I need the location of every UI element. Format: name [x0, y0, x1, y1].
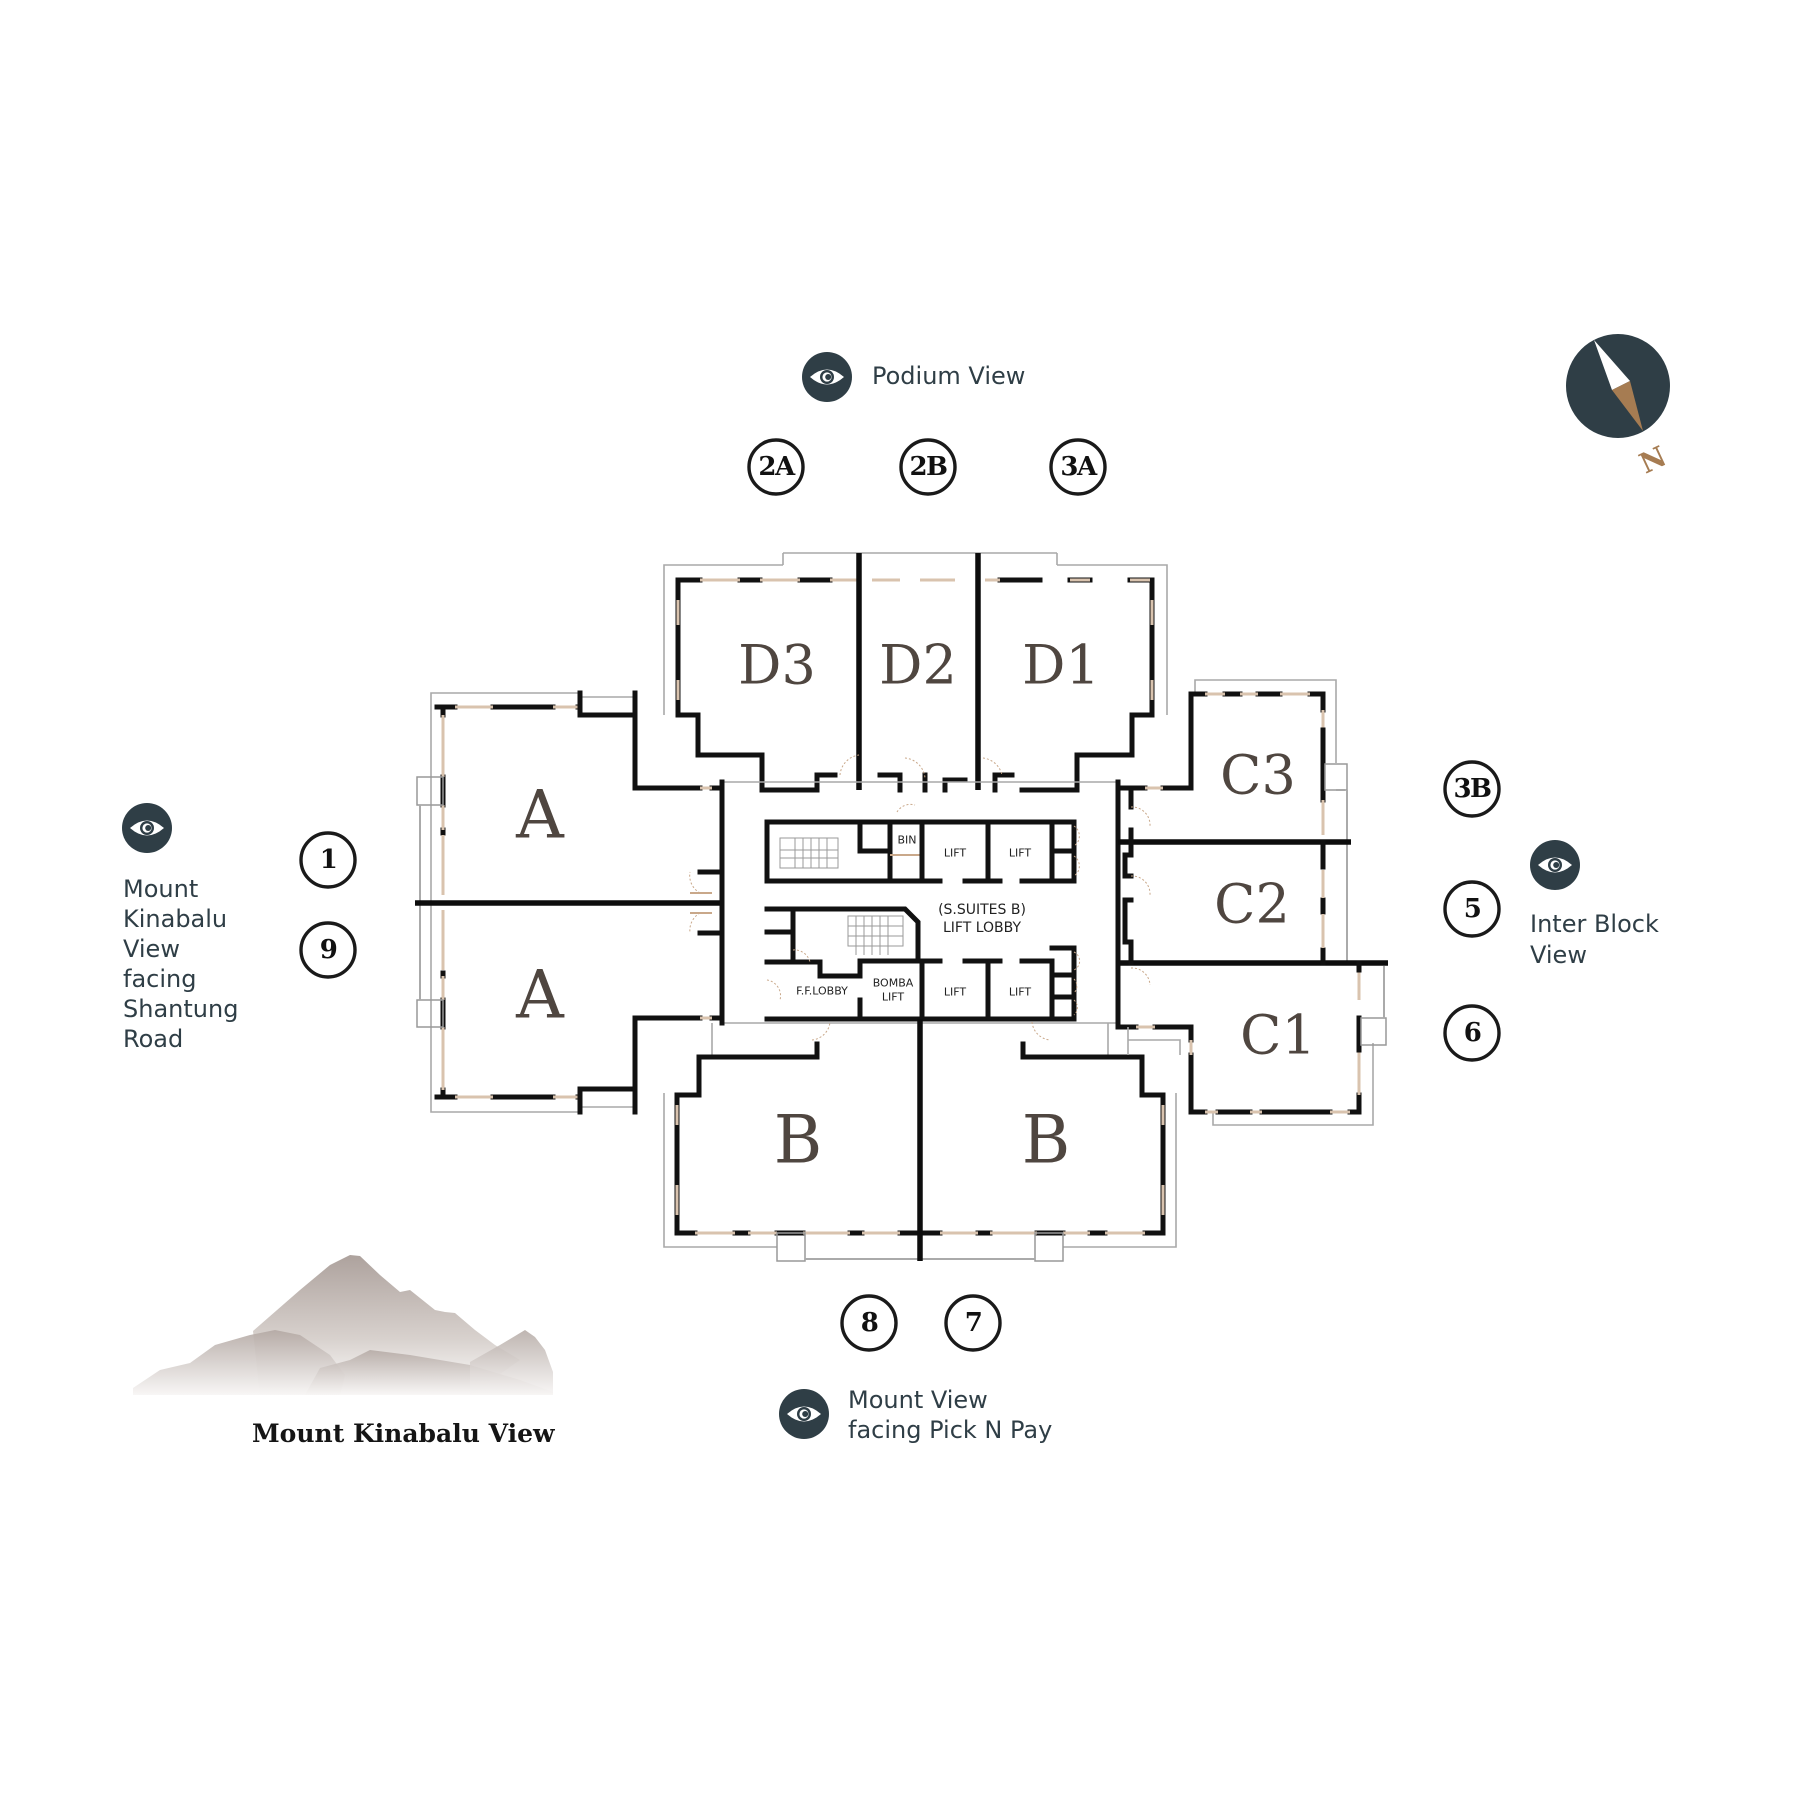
ff-lobby-label: F.F.LOBBY: [796, 985, 848, 998]
marker-7[interactable]: 7: [944, 1294, 1002, 1352]
lift-lobby-title-1: (S.SUITES B): [938, 902, 1026, 918]
mountain-illustration: Mount Kinabalu View: [133, 1255, 556, 1448]
east-view-line-2: View: [1530, 941, 1587, 969]
unit-a-block: [415, 690, 725, 1115]
unit-label-d1[interactable]: D1: [1022, 634, 1100, 697]
svg-text:2B: 2B: [909, 452, 947, 482]
west-view-line-3: View: [123, 935, 180, 963]
unit-label-d3[interactable]: D3: [738, 634, 816, 697]
lift-lobby-title-2: LIFT LOBBY: [943, 920, 1022, 936]
east-view-line-1: Inter Block: [1530, 910, 1659, 938]
west-view-line-4: facing: [123, 965, 196, 993]
unit-label-c2[interactable]: C2: [1214, 873, 1290, 936]
svg-text:7: 7: [965, 1308, 982, 1338]
bin-label: BIN: [897, 834, 916, 847]
unit-labels: D3 D2 D1 A A C3 C2 C1 B B: [515, 634, 1316, 1179]
marker-3a[interactable]: 3A: [1049, 438, 1107, 496]
svg-text:1: 1: [320, 845, 337, 875]
south-view-line-2: facing Pick N Pay: [848, 1416, 1052, 1444]
west-view-line-2: Kinabalu: [123, 905, 227, 933]
svg-text:5: 5: [1464, 894, 1481, 924]
svg-text:6: 6: [1464, 1018, 1481, 1048]
unit-label-d2[interactable]: D2: [879, 634, 957, 697]
bomba-lift-label-2: LIFT: [882, 991, 905, 1004]
unit-d-block: [663, 552, 1168, 793]
lift-label-4: LIFT: [1009, 986, 1032, 999]
lift-label-3: LIFT: [944, 986, 967, 999]
compass-needle-south: [1594, 340, 1630, 390]
svg-text:2A: 2A: [758, 452, 796, 482]
svg-text:8: 8: [861, 1308, 878, 1338]
west-view-line-5: Shantung: [123, 995, 238, 1023]
eye-icon: [802, 352, 852, 402]
compass-needle-north: [1612, 381, 1643, 431]
marker-2b[interactable]: 2B: [899, 438, 957, 496]
svg-text:3B: 3B: [1453, 774, 1491, 804]
unit-label-a-bottom[interactable]: A: [515, 957, 565, 1034]
core: BIN LIFT LIFT (S.SUITES B) LIFT LOBBY F.…: [719, 779, 1121, 1041]
unit-label-c3[interactable]: C3: [1220, 744, 1296, 807]
unit-b-block: [663, 1019, 1177, 1262]
south-view-line-1: Mount View: [848, 1386, 988, 1414]
lift-label-2: LIFT: [1009, 847, 1032, 860]
unit-label-a-top[interactable]: A: [515, 777, 565, 854]
west-view: Mount Kinabalu View facing Shantung Road: [122, 803, 238, 1053]
svg-text:9: 9: [320, 935, 337, 965]
eye-icon: [779, 1389, 829, 1439]
compass-north-label: N: [1634, 440, 1671, 481]
lift-label-1: LIFT: [944, 847, 967, 860]
east-view: Inter Block View: [1530, 840, 1659, 969]
eye-icon: [1530, 840, 1580, 890]
south-view: Mount View facing Pick N Pay: [779, 1386, 1052, 1444]
marker-2a[interactable]: 2A: [747, 438, 805, 496]
bomba-lift-label-1: BOMBA: [873, 977, 914, 990]
podium-view-label: Podium View: [872, 362, 1025, 390]
marker-9[interactable]: 9: [299, 921, 357, 979]
west-view-line-1: Mount: [123, 875, 198, 903]
eye-icon: [122, 803, 172, 853]
west-view-line-6: Road: [123, 1025, 183, 1053]
mountain-caption: Mount Kinabalu View: [252, 1419, 556, 1448]
unit-label-b-right[interactable]: B: [1022, 1102, 1071, 1179]
marker-1[interactable]: 1: [299, 831, 357, 889]
unit-label-b-left[interactable]: B: [774, 1102, 823, 1179]
unit-label-c1[interactable]: C1: [1240, 1004, 1316, 1067]
svg-text:3A: 3A: [1060, 452, 1098, 482]
podium-view: Podium View: [802, 352, 1025, 402]
marker-5[interactable]: 5: [1443, 880, 1501, 938]
marker-6[interactable]: 6: [1443, 1004, 1501, 1062]
marker-3b[interactable]: 3B: [1443, 760, 1501, 818]
unit-c-block: [1115, 679, 1388, 1126]
marker-8[interactable]: 8: [840, 1294, 898, 1352]
compass: N: [1566, 334, 1672, 480]
